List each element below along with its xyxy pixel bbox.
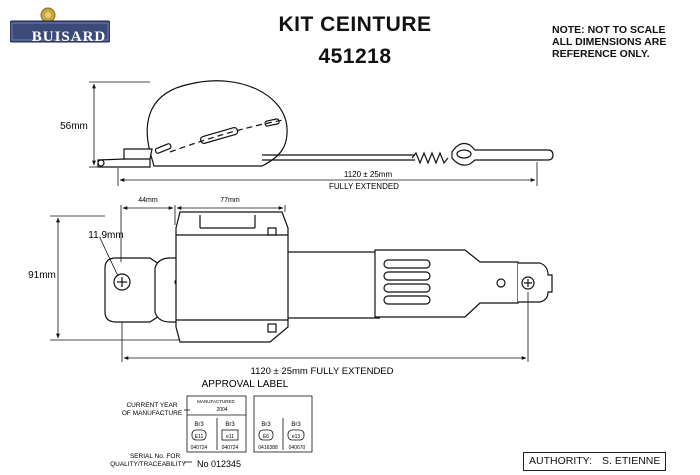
side-length-dim: 1120 ± 25mm	[344, 170, 393, 179]
mark-number: 040670	[289, 445, 306, 451]
brand-crest-icon	[9, 7, 111, 43]
note-line: NOTE: NOT TO SCALE	[552, 24, 666, 36]
belt-slot	[154, 143, 172, 154]
belt-slot	[200, 126, 239, 144]
buckle-tongue	[374, 249, 519, 318]
mark-class: Br3	[194, 422, 204, 428]
side-view	[97, 80, 554, 168]
current-year-label: OF MANUFACTURE	[122, 410, 183, 417]
dim-height: 91mm	[28, 270, 56, 281]
retractor-body	[175, 211, 289, 343]
serial-label: SERIAL No. FOR	[130, 453, 181, 460]
side-dimensions	[89, 81, 538, 186]
page-title: KIT CEINTURE	[278, 13, 432, 36]
scale-note: NOTE: NOT TO SCALE ALL DIMENSIONS ARE RE…	[552, 24, 692, 60]
belt-slot	[264, 118, 280, 127]
dim-hole: 11.9mm	[88, 230, 123, 241]
mark-class: Br3	[291, 422, 301, 428]
note-line: REFERENCE ONLY.	[552, 48, 650, 60]
authority-value: S. ETIENNE	[602, 455, 661, 467]
side-height-dim: 56mm	[60, 121, 88, 132]
approval-heading: APPROVAL LABEL	[202, 379, 289, 390]
side-length-label: FULLY EXTENDED	[329, 182, 399, 191]
manufacture-year: 2004	[216, 407, 227, 413]
brand-logo: BUISARD	[9, 6, 111, 46]
mark-number: 040724	[222, 445, 239, 451]
current-year-label: CURRENT YEAR	[126, 402, 177, 409]
authority-box: AUTHORITY: S. ETIENNE	[523, 452, 666, 471]
brand-name: BUISARD	[31, 29, 107, 45]
authority-label: AUTHORITY:	[529, 455, 593, 467]
mark-number: 0416388	[258, 445, 278, 451]
mark-class: Br3	[261, 422, 271, 428]
note-line: ALL DIMENSIONS ARE	[552, 36, 667, 48]
dim-length: 1120 ± 25mm FULLY EXTENDED	[250, 366, 393, 377]
approval-label-box	[184, 395, 313, 463]
retractor-housing	[146, 80, 288, 167]
top-dimensions	[50, 205, 529, 362]
mark-class: Br3	[225, 422, 235, 428]
spring	[411, 151, 449, 165]
emark: e11	[226, 434, 234, 440]
dim-44: 44mm	[138, 197, 158, 204]
part-number: 451218	[318, 45, 392, 68]
dim-77: 77mm	[220, 197, 240, 204]
manufactured-label: MANUFACTURED	[197, 399, 235, 404]
mark-number: 040724	[191, 445, 208, 451]
serial-label: QUALITY/TRACEABILITY	[110, 461, 187, 468]
emark: E11	[195, 434, 204, 440]
emark: E6	[263, 434, 269, 440]
emark: e13	[292, 434, 301, 440]
top-view	[104, 211, 553, 343]
serial-value: No 012345	[197, 459, 241, 469]
